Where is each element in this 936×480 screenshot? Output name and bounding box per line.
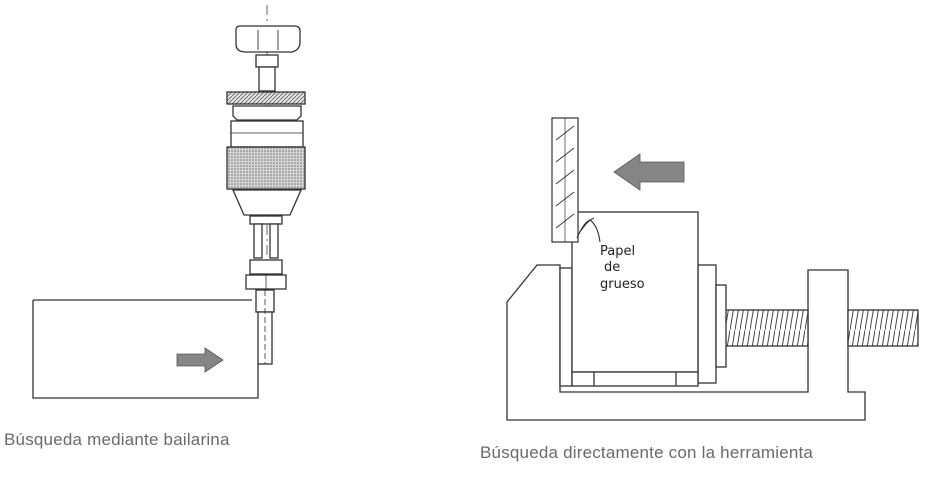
paper-label-line-2: de [604,260,620,275]
paper-label-line-1: Papel [600,244,635,259]
edge-finder-illustration [226,5,306,365]
workpiece-block [32,299,259,399]
key-handle [235,25,301,53]
left-arrow-icon [613,153,685,191]
end-mill-tool [551,117,579,243]
paper-feeler [576,217,601,243]
vise-illustration [506,211,919,421]
right-arrow-icon [176,347,224,373]
paper-label-line-3: grueso [600,277,645,292]
left-caption: Búsqueda mediante bailarina [4,430,230,449]
right-caption: Búsqueda directamente con la herramienta [480,443,814,462]
